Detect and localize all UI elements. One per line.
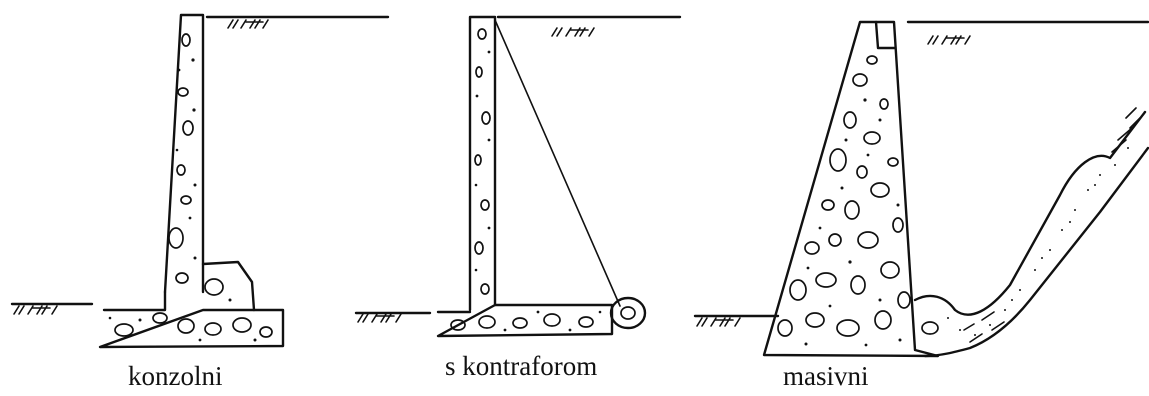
backfill-slope: [913, 110, 1149, 358]
counterfort-wall: [354, 15, 682, 338]
caption-counterfort: s kontraforom: [445, 351, 598, 381]
cantilever-wall: [10, 13, 390, 349]
caption-gravity: masivni: [783, 361, 869, 391]
gravity-wall: [693, 20, 1149, 358]
concrete-aggregate: [108, 33, 273, 342]
soil-hatch: [696, 35, 1141, 343]
soil-hatch: [357, 27, 595, 323]
counterfort-line: [494, 19, 621, 307]
gravity-body: [762, 20, 940, 358]
soil-hatch: [13, 19, 269, 315]
base-slab: [98, 290, 285, 349]
concrete-aggregate: [777, 55, 939, 347]
anchor-block: [609, 296, 647, 330]
wall-haunch: [201, 260, 256, 312]
wall-stem: [468, 15, 497, 312]
caption-cantilever: konzolni: [128, 361, 223, 391]
backfill-stipple: [947, 147, 1129, 336]
concrete-aggregate: [450, 28, 602, 332]
wall-stem: [163, 13, 205, 294]
base-slab: [436, 303, 614, 338]
